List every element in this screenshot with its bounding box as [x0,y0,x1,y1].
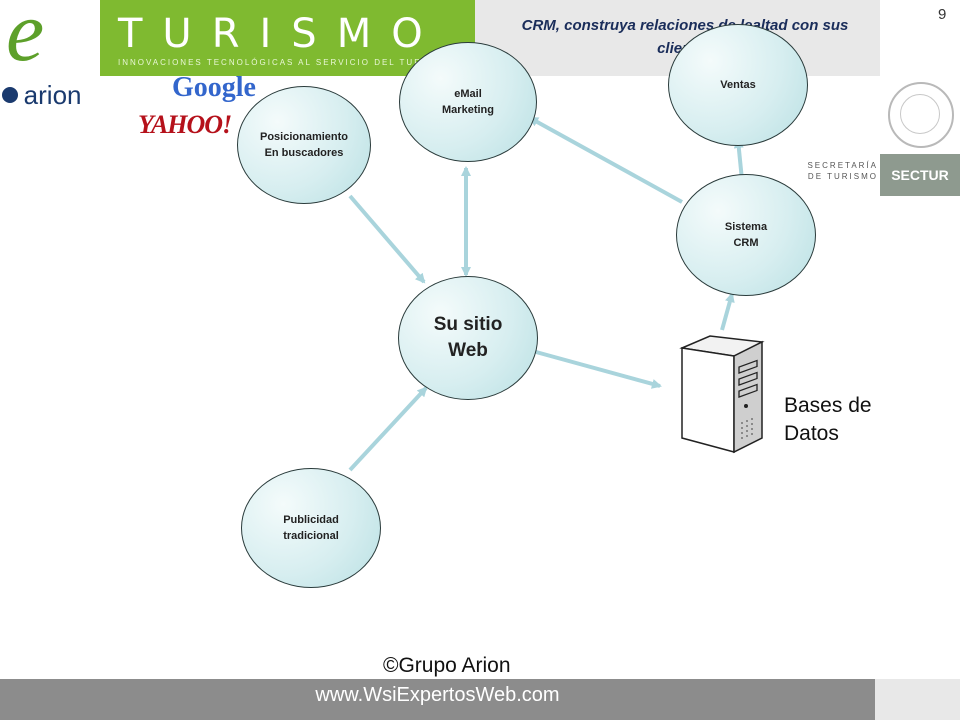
footer-right-block [875,679,960,720]
copyright-text: ©Grupo Arion [383,654,511,677]
footer-bar [0,679,875,720]
node-ventas: Ventas [668,24,808,146]
database-server-icon [679,335,765,454]
arrow-crm-to-ventas [733,138,744,181]
secretaria-label: SECRETARÍA DE TURISMO [807,161,878,181]
e-logo-box [0,0,100,76]
page-number: 9 [938,6,947,23]
seal-inner [900,94,940,134]
arrow-crm-to-email [528,116,683,204]
arion-logo-text: arion [23,80,82,110]
node-sitio-web: Su sitio Web [398,276,538,400]
brand-banner [100,0,475,76]
arrow-database-to-crm [720,292,735,331]
arrow-web-to-database [535,350,662,389]
node-posicionamiento: Posicionamiento En buscadores [237,86,371,204]
arion-logo: arion [2,80,82,111]
footer-url[interactable]: www.WsiExpertosWeb.com [315,684,560,706]
google-logo-text: Google [172,72,256,103]
node-publicidad: Publicidad tradicional [241,468,381,588]
e-logo-letter: e [6,0,45,79]
brand-name: TURISMO [118,11,443,57]
node-email-label: eMail Marketing [442,88,494,116]
mexico-seal-icon [888,82,954,148]
node-sistema-crm: Sistema CRM [676,174,816,296]
node-email-marketing: eMail Marketing [399,42,537,162]
brand-tagline: INNOVACIONES TECNOLÓGICAS AL SERVICIO DE… [118,58,451,67]
node-crm-label: Sistema CRM [724,221,768,249]
node-ventas-label: Ventas [720,79,756,91]
database-label: Bases de Datos [784,394,872,445]
arrow-publicidad-to-web [348,386,428,472]
yahoo-logo: YAHOO! [138,110,232,139]
google-logo: Google [172,72,256,104]
node-publicidad-label: Publicidad tradicional [283,514,339,542]
arion-icon [2,87,18,103]
node-web-label: Su sitio Web [433,314,503,361]
sectur-logo: SECTUR [880,154,960,196]
arrow-posicionamiento-to-web [348,194,426,284]
node-posicionamiento-label: Posicionamiento En buscadores [259,131,349,159]
